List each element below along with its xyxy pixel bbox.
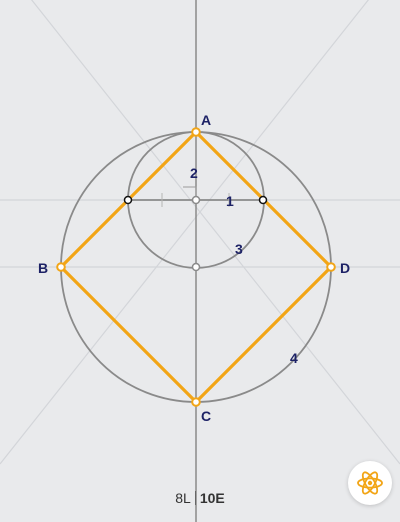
atom-icon <box>357 471 383 495</box>
point-d[interactable] <box>326 262 336 272</box>
step-label-perpendicular: 2 <box>190 165 198 181</box>
elements-count: 10E <box>199 490 225 506</box>
label-d: D <box>340 260 350 276</box>
guide-diagonal-2 <box>0 0 370 465</box>
intersection-point-right[interactable] <box>258 195 268 205</box>
label-c: C <box>201 408 211 424</box>
label-b: B <box>38 260 48 276</box>
guide-diagonal-1 <box>30 0 400 465</box>
point-a[interactable] <box>191 127 201 137</box>
score-separator <box>194 491 196 505</box>
small-circle-center[interactable] <box>191 195 201 205</box>
lines-count: 8L <box>175 490 191 506</box>
hint-button[interactable] <box>348 461 392 505</box>
step-label-small-circle: 3 <box>235 241 243 257</box>
step-label-big-circle: 4 <box>290 350 298 366</box>
big-circle-center[interactable] <box>191 262 201 272</box>
point-c[interactable] <box>191 397 201 407</box>
score-display: 8L 10E <box>0 490 400 506</box>
intersection-point-left[interactable] <box>123 195 133 205</box>
guide-lines <box>0 0 400 465</box>
point-b[interactable] <box>56 262 66 272</box>
label-a: A <box>201 112 211 128</box>
step-label-segment: 1 <box>226 193 234 209</box>
right-angle-marker <box>183 186 197 200</box>
